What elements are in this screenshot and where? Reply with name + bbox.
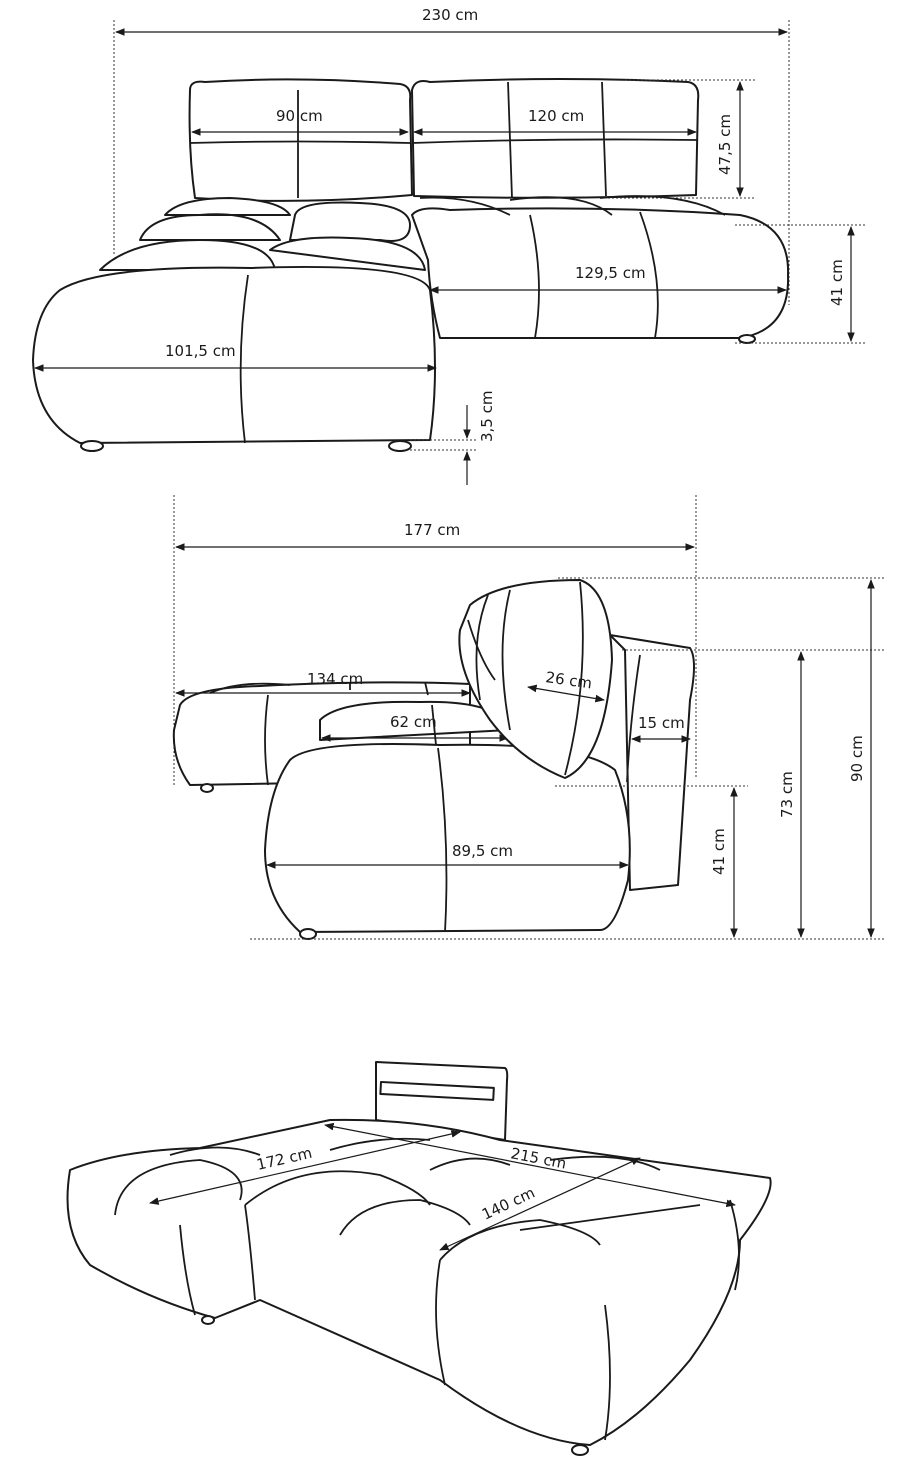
total-width-label: 230 cm: [422, 6, 478, 24]
front-view: 230 cm 47,5 cm 90 cm 120 cm 41 cm 129,5 …: [32, 6, 865, 485]
backrest-left-label: 90 cm: [276, 107, 323, 125]
chaise: [32, 265, 436, 444]
backrest-height-label: 47,5 cm: [716, 114, 734, 175]
back-height-label: 73 cm: [778, 771, 796, 818]
chaise-depth-label: 134 cm: [307, 670, 363, 688]
leg-height-label: 3,5 cm: [478, 391, 496, 442]
side-view: 177 cm 134 cm 15 cm 62 cm 89,5 cm 26 cm …: [172, 495, 885, 940]
side-seat-height-label: 41 cm: [710, 828, 728, 875]
seat-side: [264, 743, 631, 933]
back-depth-label: 15 cm: [638, 714, 685, 732]
backrest-right: [411, 78, 700, 199]
bed-surface: [66, 1118, 772, 1446]
seat-depth-label: 62 cm: [390, 713, 437, 731]
headrest: [458, 579, 613, 779]
backrest-left: [188, 78, 413, 202]
chaise-width-label: 101,5 cm: [165, 342, 236, 360]
headboard: [375, 1061, 509, 1141]
seat-right: [411, 207, 790, 339]
bed-view: 172 cm 215 cm 140 cm: [66, 1061, 772, 1456]
seat-right-width-label: 129,5 cm: [575, 264, 646, 282]
seat-height-label: 41 cm: [828, 259, 846, 306]
total-depth-label: 177 cm: [404, 521, 460, 539]
total-height-label: 90 cm: [848, 735, 866, 782]
front-depth-label: 89,5 cm: [452, 842, 513, 860]
backrest-right-label: 120 cm: [528, 107, 584, 125]
